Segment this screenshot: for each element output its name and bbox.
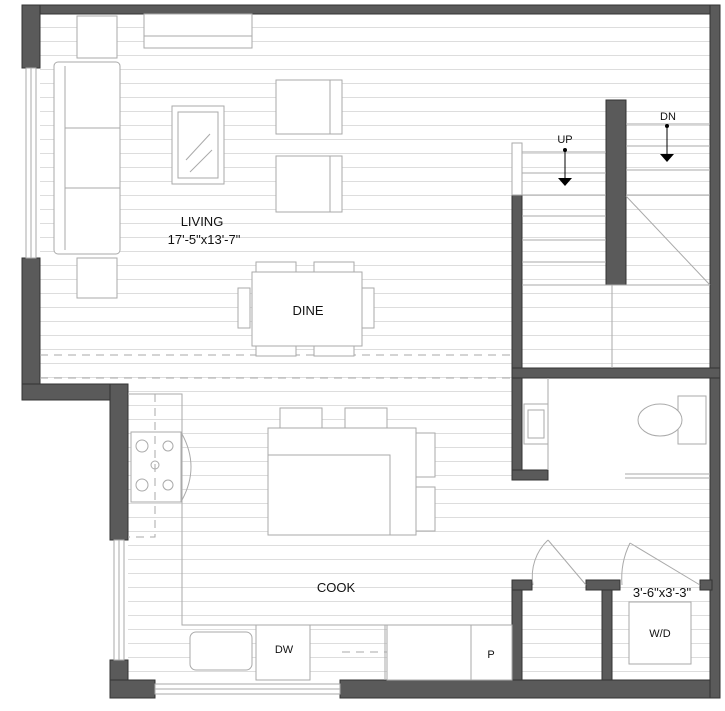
toilet-tank bbox=[677, 395, 707, 445]
living-label: LIVING bbox=[181, 214, 224, 229]
end-table bbox=[76, 15, 118, 59]
laundry-dimensions: 3'-6"x3'-3" bbox=[633, 585, 692, 600]
washer-dryer bbox=[628, 601, 692, 665]
dine-label: DINE bbox=[292, 303, 323, 318]
sink bbox=[189, 631, 253, 671]
windows bbox=[25, 67, 341, 695]
dining-table bbox=[251, 271, 363, 347]
kitchen-island bbox=[267, 427, 417, 536]
staircase: UP DN bbox=[511, 111, 711, 368]
arrow-down-icon bbox=[660, 154, 674, 162]
living-furniture bbox=[53, 13, 375, 357]
washer-dryer-label: W/D bbox=[649, 628, 670, 640]
dishwasher bbox=[255, 624, 311, 681]
kitchen-fixtures: DW P bbox=[128, 393, 513, 681]
doors bbox=[531, 539, 701, 586]
cooktop bbox=[130, 431, 182, 503]
bathroom-fixtures bbox=[523, 378, 710, 479]
pantry-label: P bbox=[487, 649, 494, 661]
stair-up-label: UP bbox=[557, 134, 572, 146]
sofa bbox=[53, 61, 121, 255]
media-console bbox=[143, 13, 253, 49]
dishwasher-label: DW bbox=[275, 644, 294, 656]
refrigerator bbox=[386, 624, 472, 681]
pantry bbox=[470, 624, 513, 681]
armchair bbox=[275, 79, 343, 135]
living-dimensions: 17'-5"x13'-7" bbox=[168, 232, 241, 247]
cook-label: COOK bbox=[317, 580, 356, 595]
toilet bbox=[637, 403, 683, 437]
arrow-up-icon bbox=[558, 178, 572, 186]
walls bbox=[21, 4, 721, 699]
armchair bbox=[275, 155, 343, 213]
stair-down-label: DN bbox=[660, 111, 676, 123]
end-table bbox=[76, 257, 118, 299]
